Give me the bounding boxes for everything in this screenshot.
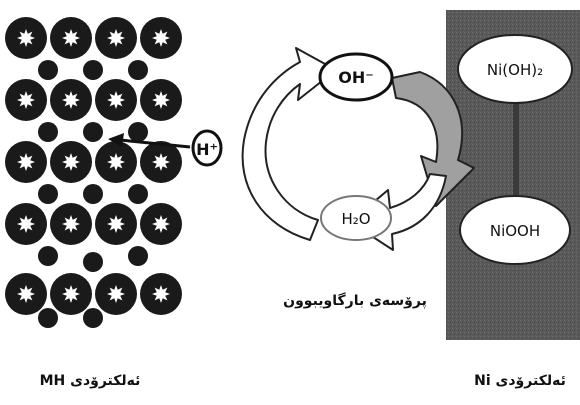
hydrogen-atom xyxy=(83,252,103,272)
metal-atom xyxy=(140,17,182,59)
metal-atom xyxy=(5,79,47,121)
ni-hydroxide-ellipse: Ni(OH)₂ xyxy=(457,34,573,104)
proton-symbol: H⁺ xyxy=(191,129,223,167)
metal-atom xyxy=(140,141,182,183)
hydroxide-label: OH⁻ xyxy=(338,68,373,87)
metal-atom xyxy=(95,79,137,121)
water-label: H₂O xyxy=(341,210,370,228)
hydrogen-atom xyxy=(38,60,58,80)
ni-hydroxide-label: Ni(OH)₂ xyxy=(487,61,543,79)
hydrogen-atom xyxy=(38,308,58,328)
mh-electrode-lattice xyxy=(5,17,182,328)
metal-atom xyxy=(5,17,47,59)
metal-atom xyxy=(140,273,182,315)
metal-atom xyxy=(95,17,137,59)
hydroxide-ellipse: OH⁻ xyxy=(318,52,394,102)
hydrogen-atom xyxy=(83,184,103,204)
metal-atom xyxy=(5,273,47,315)
water-ellipse: H₂O xyxy=(320,195,392,241)
metal-atom xyxy=(5,141,47,183)
metal-atom xyxy=(5,203,47,245)
metal-atom xyxy=(50,79,92,121)
hydrogen-atom xyxy=(83,308,103,328)
proton-arrow xyxy=(108,133,191,149)
metal-atom xyxy=(50,17,92,59)
hydrogen-atom xyxy=(83,60,103,80)
metal-atom xyxy=(50,273,92,315)
hydrogen-atom xyxy=(83,122,103,142)
hydrogen-atom xyxy=(38,122,58,142)
metal-atom xyxy=(50,141,92,183)
ni-oxyhydroxide-label: NiOOH xyxy=(490,222,540,240)
metal-atom xyxy=(140,203,182,245)
hydrogen-atom xyxy=(38,184,58,204)
hydrogen-atom xyxy=(128,60,148,80)
hydrogen-atom xyxy=(128,246,148,266)
ni-electrode-label: ئەلکترۆدی Ni xyxy=(474,373,566,389)
hydrogen-atom xyxy=(128,184,148,204)
process-label: پرۆسەی بارگاویبوون xyxy=(283,292,427,309)
metal-atom xyxy=(95,273,137,315)
mh-electrode-label: ئەلکترۆدی MH xyxy=(40,373,141,389)
proton-label: H⁺ xyxy=(196,140,218,159)
metal-atom xyxy=(95,203,137,245)
hydrogen-atom xyxy=(38,246,58,266)
ni-oxyhydroxide-ellipse: NiOOH xyxy=(459,195,571,265)
metal-atom xyxy=(95,141,137,183)
metal-atom xyxy=(50,203,92,245)
metal-atom xyxy=(140,79,182,121)
hydrogen-atom xyxy=(128,122,148,142)
